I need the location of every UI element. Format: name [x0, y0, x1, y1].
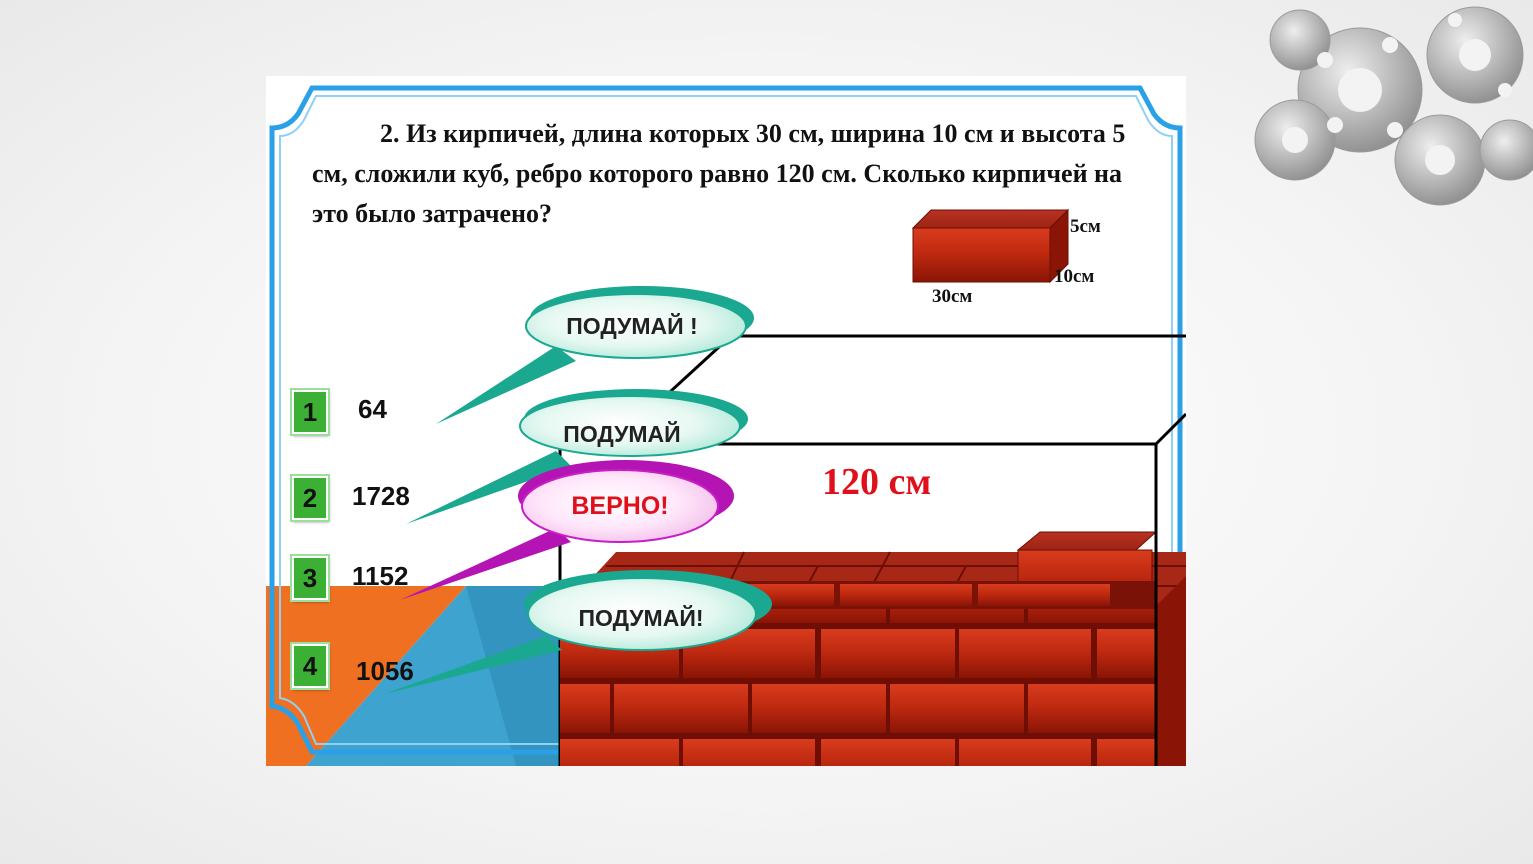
option-2-button[interactable]: 2 — [290, 474, 330, 522]
brick-length-label: 30см — [932, 286, 973, 307]
scene-illustration — [266, 85, 1186, 766]
question-text: 2. Из кирпичей, длина которых 30 см, шир… — [312, 119, 1126, 228]
option-3-value: 1152 — [352, 561, 409, 591]
brick-width-label: 10см — [1054, 266, 1095, 287]
option-3-button[interactable]: 3 — [290, 554, 330, 602]
option-1-value: 64 — [358, 394, 387, 424]
slide: 2. Из кирпичей, длина которых 30 см, шир… — [266, 76, 1186, 766]
cube-edge-label: 120 см — [822, 461, 932, 503]
bubble-think-2: ПОДУМАЙ — [563, 421, 681, 447]
brick-height-label: 5см — [1070, 216, 1101, 237]
option-1-button[interactable]: 1 — [290, 388, 330, 436]
gears-decoration-icon — [1254, 6, 1533, 206]
option-4-value: 1056 — [356, 656, 414, 686]
bubble-think-1: ПОДУМАЙ ! — [566, 313, 698, 339]
option-4-button[interactable]: 4 — [290, 642, 330, 690]
option-2-value: 1728 — [352, 481, 410, 511]
bubble-think-3: ПОДУМАЙ! — [578, 605, 704, 631]
bubble-correct: ВЕРНО! — [571, 492, 669, 520]
